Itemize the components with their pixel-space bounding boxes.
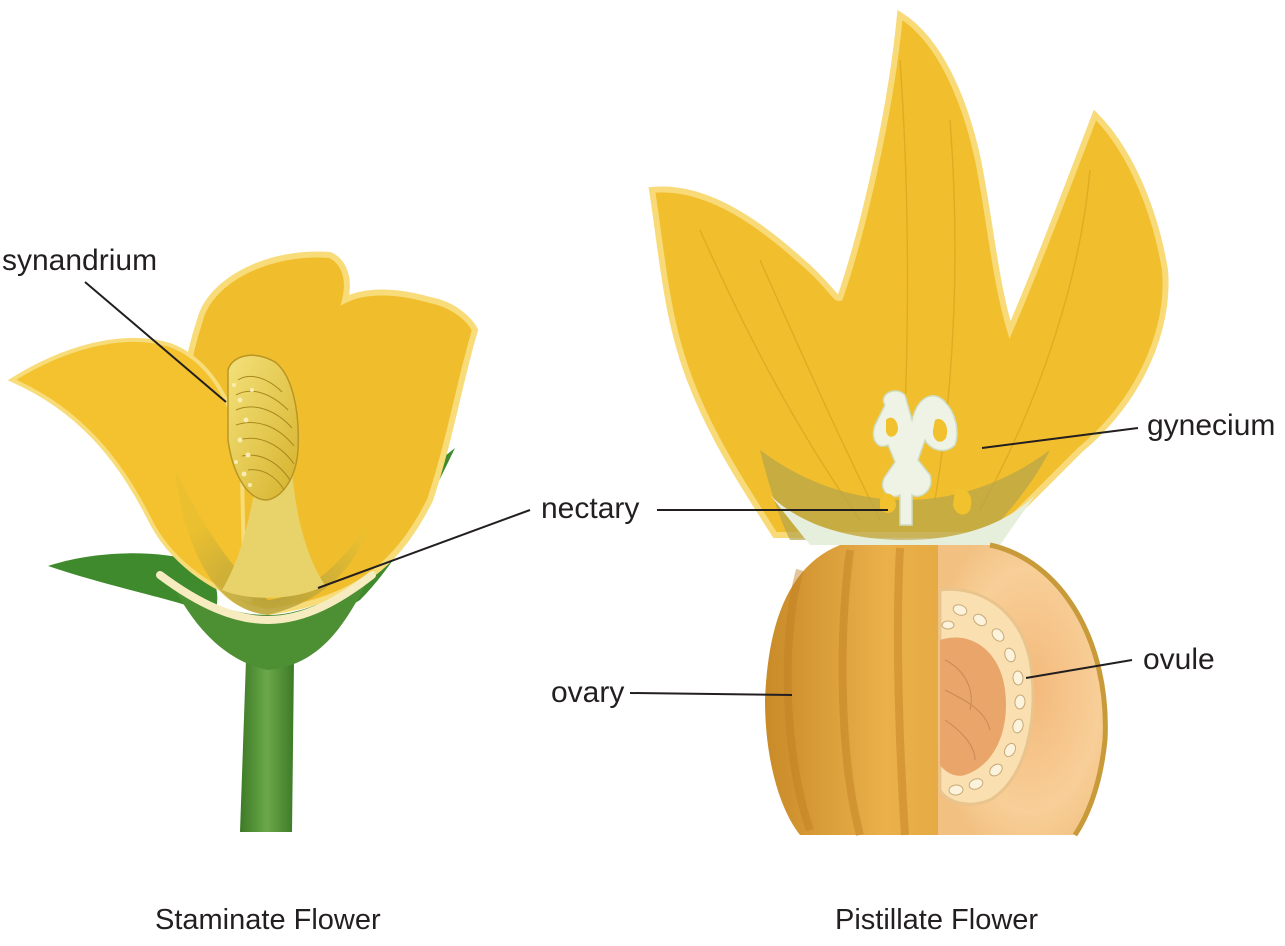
corolla (648, 9, 1169, 538)
label-synandrium: synandrium (2, 244, 158, 277)
cup-rim (156, 571, 376, 625)
ovary-ridges (783, 547, 909, 837)
label-nectary: nectary (541, 492, 640, 525)
pollen-dots (232, 383, 254, 487)
leader-gynecium (981, 427, 1139, 449)
ovules (941, 604, 1026, 796)
stigma-lobe-left (886, 417, 898, 437)
placenta-texture (944, 659, 991, 761)
stem (240, 660, 294, 832)
caption-pistillate: Pistillate Flower (835, 904, 1039, 936)
corolla-throat (760, 450, 1050, 540)
pistillate-flower (648, 9, 1169, 837)
stigma-lobe-right (932, 419, 948, 442)
leader-synandrium (84, 281, 227, 403)
label-ovary: ovary (551, 676, 625, 709)
synandrium-column (222, 470, 325, 598)
ovary-rind (989, 542, 1108, 837)
nectary-lobe-left (880, 493, 896, 513)
floral-collar (770, 495, 1035, 545)
nectary-lobe-right (953, 488, 972, 515)
leader-ovule (1025, 659, 1133, 679)
receptacle (170, 580, 368, 670)
staminate-flower (7, 251, 479, 832)
synandrium-texture (235, 376, 295, 491)
label-ovule: ovule (1143, 643, 1215, 676)
leader-nectary-left (317, 509, 531, 589)
leader-ovary (629, 692, 793, 696)
caption-staminate: Staminate Flower (155, 904, 381, 936)
flower-cup (175, 470, 370, 615)
label-gynecium: gynecium (1147, 409, 1276, 442)
leader-lines (84, 281, 1139, 696)
sepal-left (48, 553, 218, 615)
